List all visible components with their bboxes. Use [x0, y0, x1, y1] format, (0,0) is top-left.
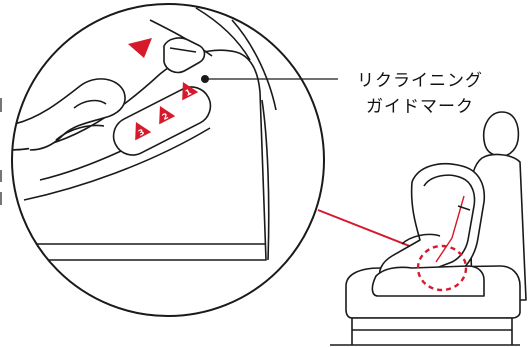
- vehicle-headrest: [484, 112, 519, 156]
- callout-label-line-1: リクライニング: [340, 66, 500, 91]
- vehicle-seat-base: [352, 318, 512, 330]
- callout-label-line-2: ガイドマーク: [340, 92, 500, 117]
- car-seat-illustration: [330, 112, 526, 345]
- child-seat-base: [372, 266, 484, 296]
